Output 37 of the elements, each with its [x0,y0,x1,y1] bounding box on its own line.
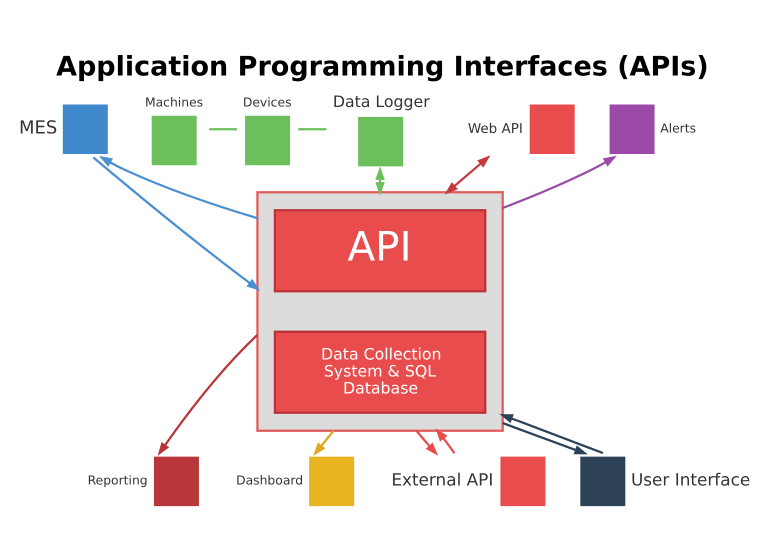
node-label: Data Logger [332,92,430,111]
arrow [502,156,617,210]
arrow [435,428,456,454]
arrow [416,430,438,456]
node-box [152,116,197,166]
node-box [358,116,404,166]
diagram-title: Application Programming Interfaces (APIs) [56,51,709,82]
node-box: Data Collection System & SQL Database [274,330,486,414]
node-box [580,456,626,506]
arrow [92,156,260,291]
node-label: Alerts [660,121,696,136]
node-box [309,456,354,506]
arrow [98,156,258,220]
node-label: Machines [144,96,204,110]
node-box [154,456,199,506]
connector [209,128,238,130]
arrow [502,422,588,454]
cluster [256,191,504,432]
node-box [62,104,108,154]
arrow [313,430,334,456]
connector [298,128,326,130]
arrow [500,414,604,454]
node-box [530,104,575,154]
node-label: Devices [242,96,292,110]
node-label: MES [18,118,58,139]
arrow [375,166,385,196]
arrow [158,334,258,456]
node-label: External API [391,469,494,490]
node-label: Reporting [88,474,148,488]
node-box [610,104,655,154]
node-label: Web API [468,120,523,137]
node-label: User Interface [630,469,750,490]
node-box [245,116,290,166]
node-box [500,456,546,506]
node-label: Dashboard [236,474,304,488]
arrow [444,155,490,194]
node-box: API [274,209,486,292]
